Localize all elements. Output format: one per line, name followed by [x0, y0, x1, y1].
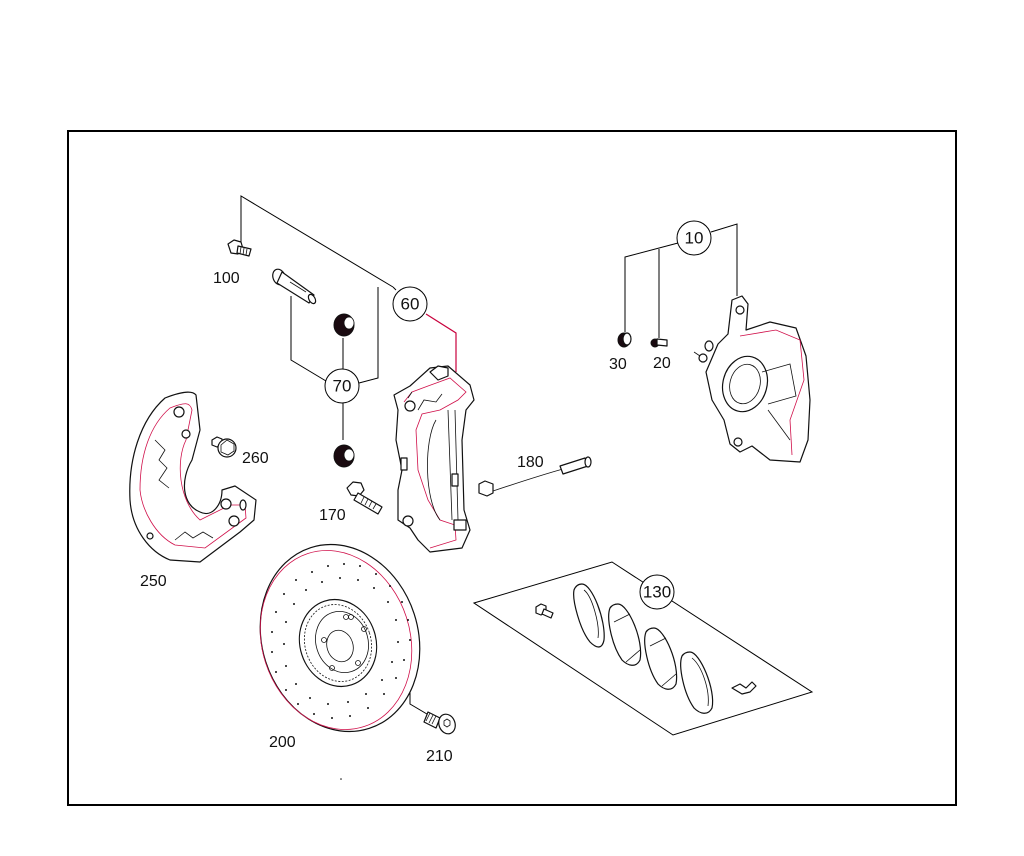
label-250[interactable]: 250 — [140, 573, 167, 590]
diagram-frame — [67, 130, 957, 806]
guide-pin-icon[interactable] — [271, 267, 317, 305]
callout-70-label: 70 — [333, 377, 352, 396]
leader-lines-60 — [240, 195, 457, 384]
callout-10[interactable]: 10 — [676, 220, 712, 256]
kit-bolt-icon — [535, 603, 554, 619]
callout-130[interactable]: 130 — [639, 574, 675, 610]
label-30[interactable]: 30 — [609, 356, 627, 373]
clip-icon — [731, 681, 757, 695]
bleeder-valve-20-icon[interactable] — [650, 338, 668, 348]
pad-outer-icon — [608, 603, 642, 666]
brake-disc-200-icon[interactable] — [236, 524, 443, 753]
label-200[interactable]: 200 — [269, 734, 296, 751]
label-100[interactable]: 100 — [213, 270, 240, 287]
screw-210-icon[interactable] — [423, 711, 458, 736]
callout-60[interactable]: 60 — [392, 286, 428, 322]
bushing-upper-icon[interactable] — [333, 313, 355, 337]
callout-10-label: 10 — [685, 229, 704, 248]
dust-shield-250-icon[interactable] — [129, 391, 257, 563]
stray-mark — [340, 778, 342, 780]
leader-lines-10 — [624, 223, 738, 338]
label-180[interactable]: 180 — [517, 454, 544, 471]
callout-60-label: 60 — [401, 295, 420, 314]
label-260[interactable]: 260 — [242, 450, 269, 467]
label-210[interactable]: 210 — [426, 748, 453, 765]
bushing-lower-icon[interactable] — [333, 444, 355, 468]
shim-inner-icon — [680, 651, 714, 714]
shim-outer-icon — [573, 583, 605, 648]
pad-kit-130-icon[interactable] — [535, 583, 757, 714]
steering-knuckle-10-icon[interactable] — [693, 295, 811, 463]
label-20[interactable]: 20 — [653, 355, 671, 372]
bolt-170-icon[interactable] — [346, 481, 383, 515]
bolt-260-icon[interactable] — [211, 436, 237, 458]
brake-caliper-60-icon[interactable] — [393, 365, 475, 553]
callout-130-label: 130 — [643, 583, 671, 602]
bleeder-cap-30-icon[interactable] — [617, 332, 632, 348]
drill-holes — [271, 563, 411, 719]
pad-kit-tray-130 — [472, 561, 814, 736]
wear-sensor-180-icon[interactable] — [478, 456, 592, 497]
callout-70[interactable]: 70 — [324, 368, 360, 404]
leader-lines-70 — [290, 296, 344, 440]
bolt-100-icon[interactable] — [227, 239, 252, 257]
pad-inner-icon — [644, 627, 678, 690]
label-170[interactable]: 170 — [319, 507, 346, 524]
